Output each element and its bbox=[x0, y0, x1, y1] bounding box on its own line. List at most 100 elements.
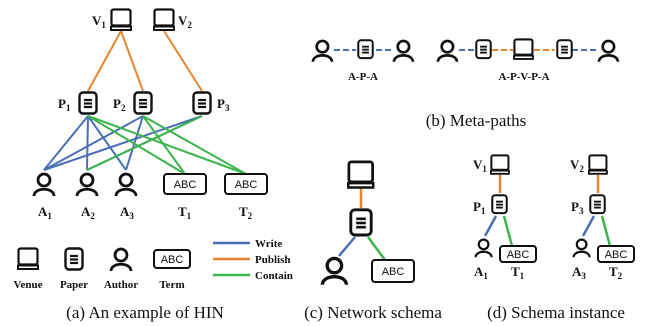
write-edge-p1-a2 bbox=[86, 115, 89, 171]
term-icon bbox=[153, 249, 191, 269]
contain-edge-p3-a2 bbox=[86, 115, 203, 171]
venue-icon bbox=[346, 160, 375, 189]
schema-write-edge bbox=[338, 236, 356, 257]
venue-icon bbox=[489, 154, 510, 175]
term-label-t2: T2 bbox=[239, 204, 253, 221]
schema-instance-right: V2 P3 A3 ABC T2 bbox=[570, 154, 635, 281]
author-label-a1: A1 bbox=[38, 204, 52, 221]
hin-edges bbox=[43, 30, 247, 175]
caption-b: (b) Meta-paths bbox=[426, 111, 527, 130]
metapath-label-1: A-P-A bbox=[348, 71, 378, 83]
inst-left-term-text: ABC bbox=[507, 249, 530, 261]
contain-edge-p2-t1 bbox=[142, 115, 186, 175]
author-node-a3: A3 bbox=[114, 172, 138, 221]
legend-write-label: Write bbox=[255, 238, 282, 250]
inst-right-contain-edge bbox=[600, 215, 612, 247]
network-schema: ABC bbox=[320, 160, 415, 287]
legend-nodes: Venue Paper Author ABC Term bbox=[14, 247, 191, 291]
publish-edge-v1-p2 bbox=[120, 30, 144, 92]
write-edge-p1-a1 bbox=[43, 115, 89, 171]
inst-right-author-label: A3 bbox=[572, 264, 586, 281]
inst-left-author-label: A1 bbox=[474, 264, 488, 281]
metapath-a-p-v-p-a: A-P-V-P-A bbox=[436, 38, 620, 83]
legend-edges: Write Publish Contain bbox=[213, 238, 293, 282]
legend-term-icon-text: ABC bbox=[161, 254, 184, 266]
inst-right-term-text: ABC bbox=[605, 249, 628, 261]
author-label-a2: A2 bbox=[81, 204, 95, 221]
term-node-t2: ABC T2 bbox=[224, 173, 268, 221]
term-icon bbox=[597, 245, 635, 263]
metapath-label-2: A-P-V-P-A bbox=[498, 71, 549, 83]
venue-icon bbox=[587, 154, 608, 175]
write-edge-p3-a1 bbox=[43, 115, 203, 171]
legend-author-label: Author bbox=[104, 279, 138, 291]
write-edge-p2-a1 bbox=[43, 115, 144, 171]
author-icon bbox=[320, 256, 349, 287]
publish-edge-v1-p1 bbox=[87, 30, 122, 92]
legend-contain-label: Contain bbox=[255, 270, 293, 282]
legend-publish-label: Publish bbox=[255, 254, 290, 266]
contain-edge-p1-t2 bbox=[87, 115, 247, 175]
paper-icon bbox=[357, 39, 374, 60]
inst-left-write-edge bbox=[483, 215, 498, 237]
inst-right-write-edge bbox=[581, 215, 596, 237]
paper-node-p3: P3 bbox=[192, 91, 230, 115]
author-icon bbox=[436, 39, 459, 64]
write-edges bbox=[43, 115, 203, 171]
author-node-a1: A1 bbox=[32, 172, 56, 221]
paper-icon bbox=[475, 39, 492, 60]
contain-edge-p1-t1 bbox=[87, 115, 186, 175]
author-icon bbox=[311, 39, 334, 64]
contain-edges bbox=[86, 115, 247, 175]
inst-right-venue-label: V2 bbox=[570, 157, 584, 174]
inst-left-contain-edge bbox=[502, 215, 514, 247]
author-icon bbox=[474, 238, 493, 259]
venue-icon bbox=[512, 38, 534, 60]
term-icon bbox=[499, 245, 537, 263]
publish-edge-v2-p3 bbox=[163, 30, 203, 92]
author-label-a3: A3 bbox=[120, 204, 134, 221]
author-icon bbox=[109, 247, 133, 273]
term-icon bbox=[371, 259, 415, 283]
author-icon bbox=[392, 39, 415, 64]
paper-label-p1: P1 bbox=[58, 96, 71, 113]
author-icon bbox=[597, 39, 620, 64]
caption-a: (a) An example of HIN bbox=[66, 303, 224, 322]
inst-left-term-label: T1 bbox=[511, 264, 525, 281]
author-node-a2: A2 bbox=[75, 172, 99, 221]
venue-icon bbox=[16, 247, 40, 271]
publish-edges bbox=[87, 30, 203, 92]
write-edge-p1-a3 bbox=[87, 115, 127, 171]
schema-contain-edge bbox=[366, 236, 387, 261]
term-text-t1: ABC bbox=[174, 179, 197, 191]
contain-edge-p2-t2 bbox=[142, 115, 247, 175]
schema-instance-left: V1 P1 A1 ABC T1 bbox=[473, 154, 537, 281]
caption-c: (c) Network schema bbox=[304, 303, 442, 322]
venue-node-v1: V1 bbox=[92, 8, 133, 32]
inst-left-paper-label: P1 bbox=[473, 199, 486, 216]
paper-node-p1: P1 bbox=[58, 91, 98, 115]
inst-right-paper-label: P3 bbox=[571, 199, 584, 216]
paper-label-p2: P2 bbox=[113, 96, 126, 113]
paper-icon bbox=[349, 208, 373, 237]
schema-term-text: ABC bbox=[382, 266, 405, 278]
author-icon bbox=[572, 238, 591, 259]
legend-venue-label: Venue bbox=[14, 279, 43, 291]
inst-left-venue-label: V1 bbox=[473, 157, 487, 174]
paper-icon bbox=[64, 247, 84, 271]
caption-d: (d) Schema instance bbox=[487, 303, 625, 322]
legend-paper-label: Paper bbox=[60, 279, 88, 291]
paper-icon bbox=[491, 194, 508, 215]
venue-label-v2: V2 bbox=[178, 13, 192, 30]
inst-right-term-label: T2 bbox=[609, 264, 623, 281]
paper-node-p2: P2 bbox=[113, 91, 153, 115]
paper-icon bbox=[589, 194, 606, 215]
term-node-t1: ABC T1 bbox=[163, 173, 207, 221]
term-label-t1: T1 bbox=[178, 204, 192, 221]
paper-label-p3: P3 bbox=[217, 96, 230, 113]
venue-label-v1: V1 bbox=[92, 13, 106, 30]
legend-term-label: Term bbox=[159, 279, 184, 291]
paper-icon bbox=[556, 39, 573, 60]
metapath-a-p-a: A-P-A bbox=[311, 39, 415, 83]
